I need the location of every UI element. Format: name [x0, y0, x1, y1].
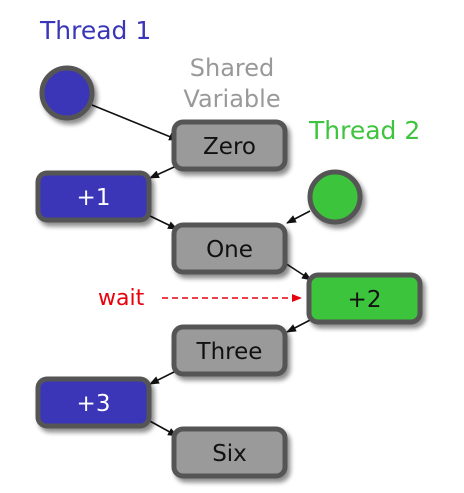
node-zero: Zero [171, 119, 288, 172]
node-plus1-label: +1 [77, 185, 111, 211]
node-plus2-label: +2 [348, 287, 382, 313]
edge-one-to-plus2 [284, 262, 312, 281]
node-zero-label: Zero [203, 134, 256, 160]
node-plus3-label: +3 [77, 391, 111, 417]
edge-plus1-to-one [147, 214, 178, 230]
node-three: Three [171, 324, 288, 377]
node-three-label: Three [196, 339, 263, 365]
edge-thread1-to-zero [91, 104, 179, 141]
shared-variable-line1: Shared [189, 54, 275, 82]
node-plus2: +2 [306, 272, 423, 325]
edge-plus3-to-six [147, 419, 178, 437]
shared-variable-line2: Variable [183, 85, 281, 113]
thread1-circle [39, 65, 95, 121]
thread2-label: Thread 2 [309, 116, 421, 145]
node-six-label: Six [212, 441, 247, 467]
node-plus1: +1 [35, 170, 152, 223]
node-one-label: One [206, 237, 253, 263]
shared-variable-label: Shared Variable [178, 53, 286, 115]
thread2-circle [307, 169, 363, 225]
node-six: Six [171, 426, 288, 479]
node-plus3: +3 [35, 376, 152, 429]
node-one: One [171, 222, 288, 275]
edge-thread2-to-one [286, 210, 311, 224]
wait-label: wait [98, 286, 145, 311]
thread1-label: Thread 1 [40, 16, 152, 45]
